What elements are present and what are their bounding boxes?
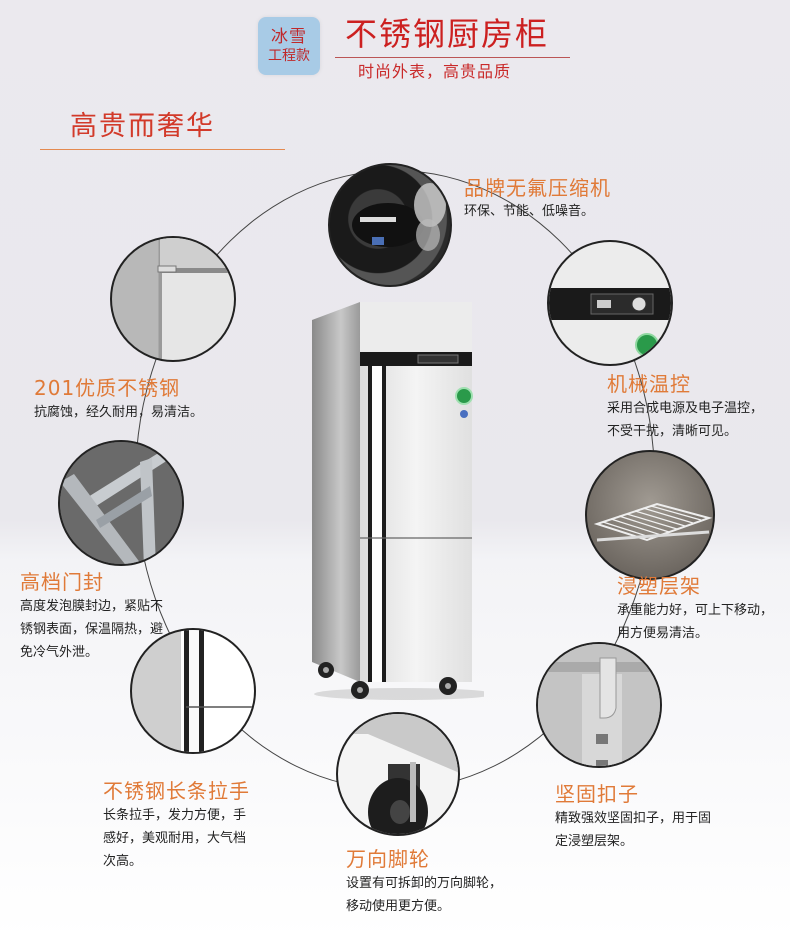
feature-desc-line: 次高。 — [103, 854, 143, 869]
steel-detail-image — [110, 236, 236, 362]
feature-clip: 坚固扣子 精致强效坚固扣子，用于固 定浸塑层架。 — [555, 781, 711, 853]
thermostat-panel-icon — [549, 288, 671, 357]
feature-shelf: 浸塑层架 承重能力好，可上下移动， 用方便易清洁。 — [617, 573, 773, 645]
feature-desc-line: 采用合成电源及电子温控， — [607, 401, 764, 416]
wire-shelf-icon — [593, 502, 713, 542]
door-seal-icon — [60, 442, 182, 564]
brand-badge-line1: 冰雪 — [271, 27, 307, 47]
title-divider — [335, 57, 570, 58]
feature-title: 坚固扣子 — [555, 782, 639, 806]
feature-thermostat: 机械温控 采用合成电源及电子温控， 不受干扰，清晰可见。 — [607, 371, 763, 443]
feature-title: 浸塑层架 — [617, 574, 701, 598]
feature-desc-line: 长条拉手，发力方便，手 — [103, 808, 247, 823]
section-divider — [40, 149, 285, 150]
refrigerator-icon — [312, 302, 494, 700]
handle-detail-image — [130, 628, 256, 754]
feature-desc-line: 设置有可拆卸的万向脚轮， — [346, 876, 503, 891]
feature-desc-line: 免冷气外泄。 — [20, 645, 99, 660]
shelf-detail-image — [585, 450, 715, 580]
feature-title: 品牌无氟压缩机 — [464, 176, 611, 200]
section-title: 高贵而奢华 — [70, 111, 215, 142]
feature-desc-line: 移动使用更方便。 — [346, 899, 451, 914]
feature-desc-line: 环保、节能、低噪音。 — [464, 204, 595, 219]
door-seal-detail-image — [58, 440, 184, 566]
feature-desc-line: 抗腐蚀，经久耐用，易清洁。 — [34, 405, 204, 420]
feature-title: 不锈钢长条拉手 — [103, 779, 250, 803]
feature-desc-line: 不受干扰，清晰可见。 — [607, 424, 738, 439]
page-title: 不锈钢厨房柜 — [345, 15, 550, 53]
caster-wheel-icon — [338, 714, 458, 834]
feature-desc-line: 用方便易清洁。 — [617, 626, 709, 641]
feature-desc-line: 定浸塑层架。 — [555, 834, 634, 849]
steel-corner-icon — [157, 238, 234, 273]
feature-compressor: 品牌无氟压缩机 环保、节能、低噪音。 — [464, 175, 611, 223]
feature-steel: 201优质不锈钢 抗腐蚀，经久耐用，易清洁。 — [34, 375, 203, 424]
feature-handle: 不锈钢长条拉手 长条拉手，发力方便，手 感好，美观耐用，大气档 次高。 — [103, 778, 250, 873]
feature-desc-line: 感好，美观耐用，大气档 — [103, 831, 247, 846]
feature-door-seal: 高档门封 高度发泡膜封边，紧贴不 锈钢表面，保温隔热，避 免冷气外泄。 — [20, 569, 163, 664]
page-subtitle: 时尚外表，高贵品质 — [358, 62, 512, 81]
feature-title: 201优质不锈钢 — [34, 376, 181, 400]
clip-detail-image — [536, 642, 662, 768]
feature-title: 机械温控 — [607, 372, 691, 396]
feature-desc-line: 精致强效坚固扣子，用于固 — [555, 811, 712, 826]
feature-caster: 万向脚轮 设置有可拆卸的万向脚轮， 移动使用更方便。 — [346, 846, 502, 918]
refrigerator-product-image — [308, 302, 494, 702]
compressor-icon — [352, 183, 446, 251]
feature-title: 万向脚轮 — [346, 847, 430, 871]
feature-title: 高档门封 — [20, 570, 104, 594]
thermostat-detail-image — [547, 240, 673, 366]
caster-detail-image — [336, 712, 460, 836]
brand-badge-line2: 工程款 — [268, 48, 310, 64]
compressor-detail-image — [328, 163, 452, 287]
long-handle-icon — [184, 630, 254, 752]
feature-desc-line: 承重能力好，可上下移动， — [617, 603, 774, 618]
feature-desc-line: 高度发泡膜封边，紧贴不 — [20, 599, 164, 614]
shelf-clip-icon — [538, 644, 660, 766]
brand-badge: 冰雪 工程款 — [258, 17, 320, 75]
feature-desc-line: 锈钢表面，保温隔热，避 — [20, 622, 164, 637]
